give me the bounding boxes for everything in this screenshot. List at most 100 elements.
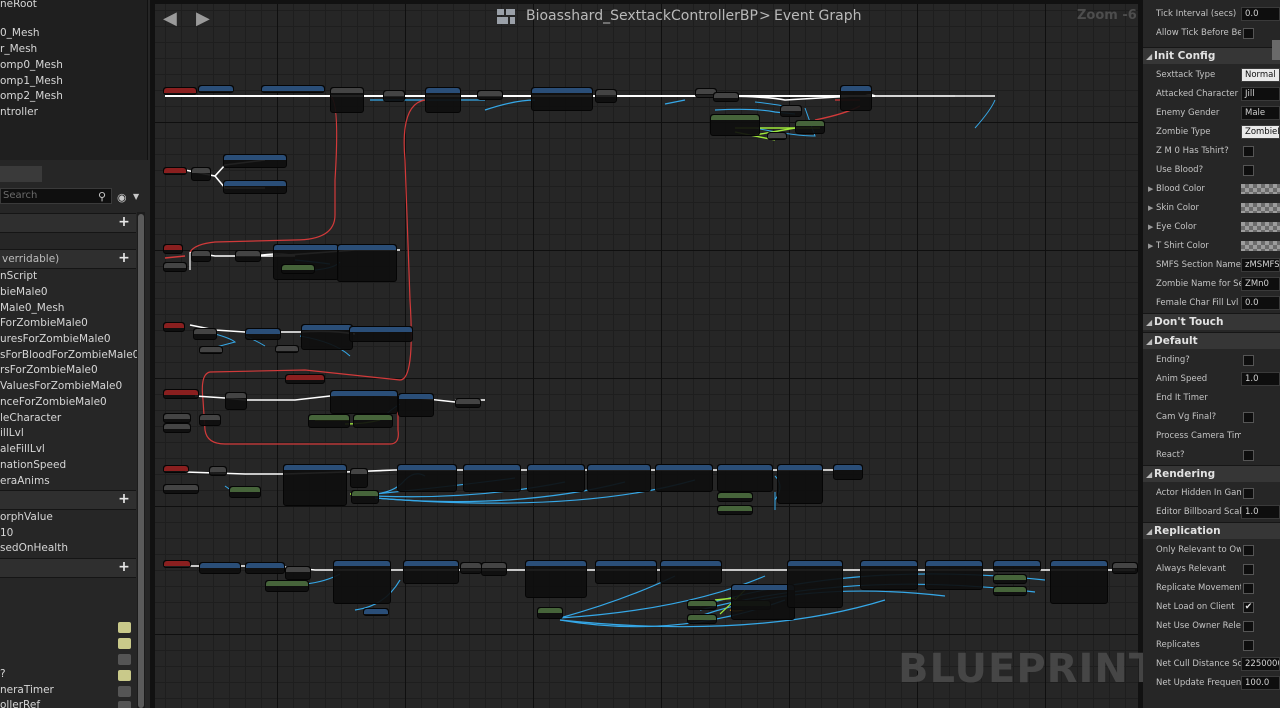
property-checkbox[interactable] [1243,640,1254,651]
collapse-arrow-icon[interactable]: ◢ [1146,52,1153,61]
blueprint-node[interactable] [349,326,413,342]
function-item[interactable]: ValuesForZombieMale0 [0,380,123,392]
property-checkbox[interactable] [1243,450,1254,461]
property-checkbox[interactable] [1243,165,1254,176]
breadcrumb-blueprint[interactable]: Bioasshard_SexttackControllerBP [526,8,758,24]
blueprint-node[interactable] [687,614,717,624]
details-scrollbar[interactable] [1272,40,1280,60]
blueprint-node[interactable] [777,464,823,504]
function-item[interactable]: sForBloodForZombieMale0 [0,349,140,361]
category-header[interactable]: ◢Don't Touch [1143,313,1280,330]
blueprint-node[interactable] [717,492,753,502]
blueprint-node[interactable] [860,560,918,590]
function-item[interactable]: uresForZombieMale0 [0,333,111,345]
property-value-field[interactable]: ZombieM [1241,125,1280,139]
blueprint-node[interactable] [780,105,802,117]
search-icon[interactable]: ⚲ [98,190,107,203]
expand-arrow-icon[interactable]: ▶ [1148,185,1154,193]
variable-item[interactable]: neraTimer [0,684,54,696]
blueprint-node[interactable] [163,262,187,272]
blueprint-node[interactable] [731,584,795,620]
blueprint-node[interactable] [229,486,261,498]
component-item[interactable]: neRoot [0,0,37,10]
breadcrumb-graph[interactable]: Event Graph [774,8,862,24]
expand-arrow-icon[interactable]: ▶ [1148,204,1154,212]
property-value-field[interactable]: ZMn0 [1241,277,1280,291]
blueprint-node[interactable] [687,600,717,610]
blueprint-node[interactable] [333,560,391,604]
color-swatch[interactable] [1241,184,1280,194]
blueprint-node[interactable] [717,464,773,492]
blueprint-node[interactable] [710,114,760,136]
blueprint-node[interactable] [527,464,585,492]
function-item[interactable]: bieMale0 [0,286,48,298]
visibility-eye-icon[interactable] [118,701,131,708]
blueprint-node[interactable] [163,465,189,473]
graphs-section-header[interactable] [0,213,136,233]
blueprint-node[interactable] [595,560,657,584]
component-item[interactable]: omp1_Mesh [0,75,63,87]
property-value-field[interactable]: Male [1241,106,1280,120]
blueprint-node[interactable] [199,414,221,426]
blueprint-node[interactable] [595,89,617,103]
property-checkbox[interactable] [1243,146,1254,157]
property-checkbox[interactable] [1243,412,1254,423]
collapse-arrow-icon[interactable]: ◢ [1146,337,1153,346]
component-item[interactable]: r_Mesh [0,43,38,55]
back-arrow-icon[interactable]: ◀ [163,8,177,29]
variables-section-header[interactable] [0,558,136,578]
visibility-eye-icon[interactable] [118,622,131,633]
blueprint-node[interactable] [163,167,187,175]
blueprint-node[interactable] [163,560,191,568]
collapse-arrow-icon[interactable]: ◢ [1146,527,1153,536]
blueprint-node[interactable] [455,398,481,408]
blueprint-node[interactable] [275,345,299,353]
collapse-arrow-icon[interactable]: ◢ [1146,318,1153,327]
category-header[interactable]: ◢Replication [1143,522,1280,539]
function-item[interactable]: illLvl [0,427,24,439]
expand-arrow-icon[interactable]: ▶ [1148,223,1154,231]
add-variable-button[interactable]: + [118,559,130,575]
blueprint-node[interactable] [397,464,457,492]
blueprint-node[interactable] [795,120,825,134]
function-item[interactable]: Male0_Mesh [0,302,65,314]
blueprint-node[interactable] [198,85,234,93]
blueprint-node[interactable] [163,484,199,494]
visibility-eye-icon[interactable] [118,638,131,649]
blueprint-node[interactable] [223,180,287,194]
macro-item[interactable]: orphValue [0,511,53,523]
function-item[interactable]: leCharacter [0,412,62,424]
property-value-field[interactable]: 0.0 [1241,7,1280,21]
blueprint-node[interactable] [993,560,1041,572]
property-value-field[interactable]: zMSMFS [1241,258,1280,272]
function-item[interactable]: nationSpeed [0,459,67,471]
add-graph-button[interactable]: + [118,214,130,230]
variable-item[interactable]: ollerRef [0,699,41,708]
blueprint-node[interactable] [398,393,434,417]
my-blueprint-tab[interactable] [0,166,42,182]
macro-item[interactable]: 10 [0,527,14,539]
blueprint-node[interactable] [245,562,285,574]
blueprint-node[interactable] [717,505,753,515]
function-item[interactable]: ForZombieMale0 [0,317,88,329]
blueprint-node[interactable] [481,562,507,576]
add-macro-button[interactable]: + [118,491,130,507]
chevron-down-icon[interactable]: ▼ [133,192,140,201]
panel-divider[interactable] [150,0,155,708]
function-item[interactable]: aleFillLvl [0,443,45,455]
blueprint-node[interactable] [767,132,787,140]
collapse-arrow-icon[interactable]: ◢ [1146,470,1153,479]
category-header[interactable]: ◢Rendering [1143,465,1280,482]
blueprint-node[interactable] [265,580,309,592]
property-checkbox[interactable] [1243,583,1254,594]
blueprint-node[interactable] [281,264,315,274]
blueprint-node[interactable] [353,414,393,428]
blueprint-node[interactable] [191,250,211,262]
property-checkbox[interactable] [1243,545,1254,556]
blueprint-node[interactable] [840,85,872,111]
component-item[interactable]: 0_Mesh [0,27,40,39]
blueprint-node[interactable] [301,324,353,350]
blueprint-node[interactable] [833,464,863,480]
property-checkbox[interactable]: ✔ [1243,602,1254,613]
blueprint-node[interactable] [330,87,364,113]
